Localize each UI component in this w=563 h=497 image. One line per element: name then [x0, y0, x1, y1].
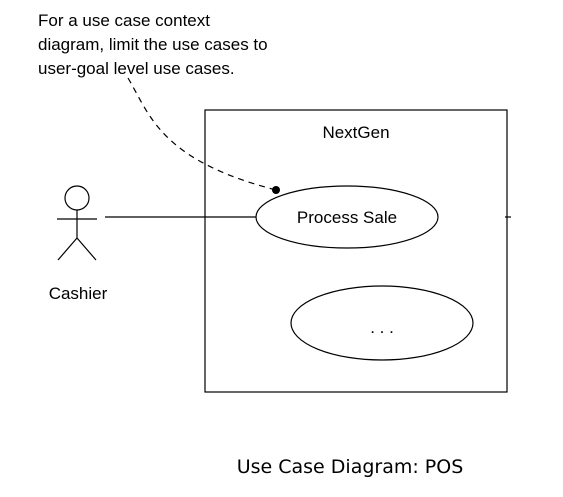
- note: For a use case context diagram, limit th…: [38, 11, 268, 78]
- actor-right-leg: [76, 237, 97, 261]
- use-case-process-sale: Process Sale: [255, 185, 439, 249]
- diagram-caption: Use Case Diagram: POS: [237, 456, 464, 478]
- note-line: diagram, limit the use cases to: [38, 35, 268, 54]
- use-case-more: . . .: [290, 285, 474, 361]
- system-boundary: [204, 109, 508, 393]
- use-case-ellipse: [255, 185, 439, 249]
- use-case-label: Process Sale: [297, 208, 397, 227]
- note-line: For a use case context: [38, 11, 210, 30]
- actor-head: [64, 185, 90, 211]
- use-case-label: . . .: [370, 318, 394, 337]
- note-anchor-dot: [272, 186, 280, 194]
- system-name: NextGen: [322, 123, 389, 142]
- use-case-ellipse: [290, 285, 474, 361]
- note-line: user-goal level use cases.: [38, 59, 235, 78]
- actor-cashier: Cashier: [49, 185, 108, 303]
- actor-name: Cashier: [49, 284, 108, 303]
- actor-left-leg: [57, 237, 78, 261]
- note-connector: [127, 77, 277, 191]
